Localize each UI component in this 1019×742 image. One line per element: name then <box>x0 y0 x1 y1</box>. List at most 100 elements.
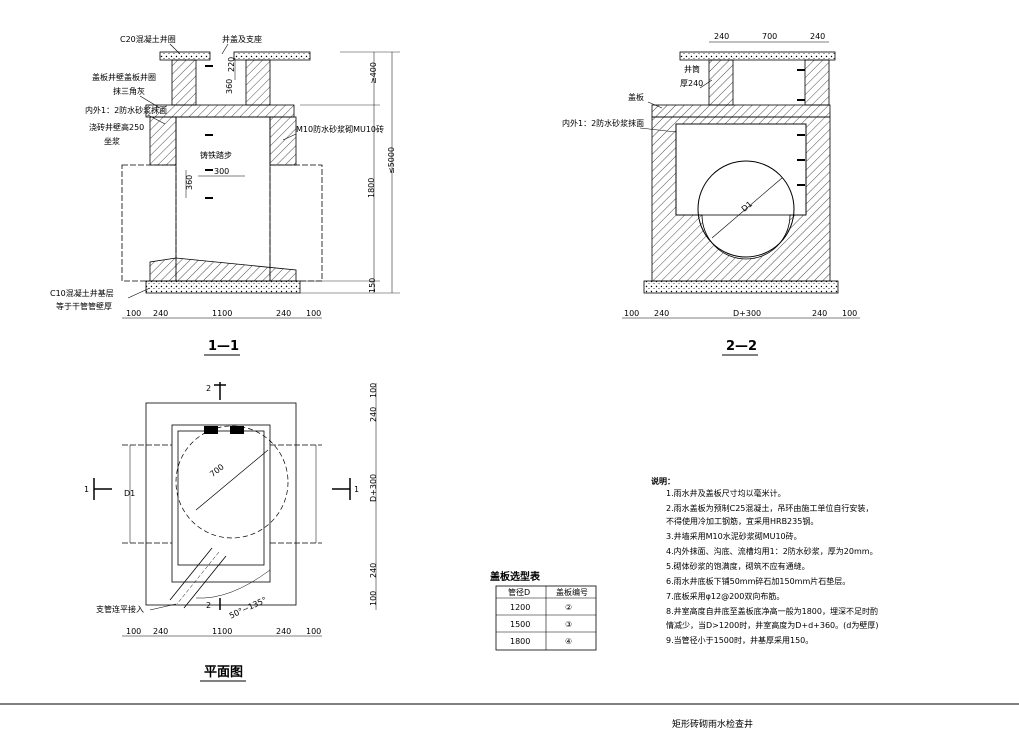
cover-table-cell: ③ <box>565 620 572 629</box>
pipe-right <box>269 164 323 282</box>
cover-ring-top <box>679 51 836 61</box>
label-base: C10混凝土井基层 <box>50 288 114 298</box>
chamber-wall-left <box>149 116 177 166</box>
dim-top: 240 <box>810 32 825 41</box>
shaft-wall-left <box>171 59 197 106</box>
plan-view: 700 D1 支管连平接入 50°~135° 2 2 1 1 100 240 D… <box>84 382 378 682</box>
dim-bottom: 1100 <box>212 627 232 636</box>
note-item: 3.井墙采用M10水泥砂浆砌MU10砖。 <box>666 531 802 541</box>
dim-top-220: 220 <box>227 57 236 72</box>
dim-bottom: 240 <box>812 309 827 318</box>
plan-shaft-circle <box>175 425 289 539</box>
label-base-2: 等于干管管壁厚 <box>56 301 112 311</box>
cover-table-cell: ② <box>565 603 572 612</box>
label-brick-wall: M10防水砂浆砌MU10砖 <box>296 124 384 134</box>
dim-row-bottom: 100 240 1100 240 100 <box>126 309 321 318</box>
cut-mark-1-right: 1 <box>354 485 359 494</box>
note-item: 情减少，当D>1200时，井室高度为D+d+360。(d为壁厚) <box>666 620 878 630</box>
dim-top-360: 360 <box>225 79 234 94</box>
dim-bottom: 240 <box>654 309 669 318</box>
label-inner-plaster: 内外1：2防水砂浆抹面 <box>562 118 644 128</box>
dim-bottom: 240 <box>276 309 291 318</box>
cover-table-cell: 1200 <box>510 603 530 612</box>
note-item: 7.底板采用φ12@200双向布筋。 <box>666 591 784 601</box>
label-triangle-fill: 抹三角灰 <box>113 86 145 96</box>
section-1-1: C20混凝土井圈 井盖及支座 盖板井壁盖板井圈 抹三角灰 内外1：2防水砂浆抹面… <box>50 34 400 356</box>
dim-bottom: 240 <box>153 309 168 318</box>
shaft-wall-left <box>708 59 734 106</box>
label-mortar-ring: 坐浆 <box>104 136 120 146</box>
label-cover-plate: 盖板井壁盖板井圈 <box>92 72 156 82</box>
chamber-wall-right <box>269 116 297 166</box>
base-slab <box>643 280 839 294</box>
cover-slab <box>145 104 295 118</box>
cut-mark-2-top: 2 <box>206 384 211 393</box>
dim-bottom: 100 <box>126 627 141 636</box>
drawing-title: 矩形砖砌雨水检查井 <box>672 718 753 730</box>
dim-bottom: 100 <box>624 309 639 318</box>
label-shaft-thk: 厚240 <box>680 79 703 88</box>
cover-table-header: 管径D <box>508 587 530 597</box>
dim-right-150: 150 <box>368 278 377 293</box>
cover-table: 盖板选型表 管径D 盖板编号 1200 ② 1500 ③ 1800 ④ <box>490 570 597 651</box>
cut-mark-2-bottom: 2 <box>206 601 211 610</box>
notes: 说明： 1.雨水井及盖板尺寸均以毫米计。 2.雨水盖板为预制C25混凝土，吊环由… <box>651 476 878 645</box>
ladder-mark <box>230 426 244 434</box>
dim-bottom: D+300 <box>733 309 761 318</box>
label-pipe-d: D1 <box>740 200 754 214</box>
label-cover-concrete: C20混凝土井圈 <box>120 34 176 44</box>
section-1-title: 1—1 <box>208 339 239 354</box>
chamber-inner <box>675 123 807 216</box>
dim-top: 240 <box>714 32 729 41</box>
section-2-title: 2—2 <box>726 339 757 354</box>
ladder-mark <box>204 426 218 434</box>
note-item: 9.当管径小于1500时，井基厚采用150。 <box>666 635 813 645</box>
dim-bottom: 240 <box>153 627 168 636</box>
dim-step-300: 300 <box>214 167 229 176</box>
cover-table-cell: ④ <box>565 637 572 646</box>
cover-ring-right <box>233 51 311 61</box>
dim-right: 100 <box>369 591 378 606</box>
shaft-wall-right <box>804 59 830 106</box>
section-2-2: D1 井筒 厚240 盖板 内外1：2防水砂浆抹面 240 700 240 10… <box>562 32 860 356</box>
plan-inner <box>171 424 271 583</box>
cover-table-title: 盖板选型表 <box>490 570 541 583</box>
dim-right-total: ≤5000 <box>387 147 396 174</box>
note-item: 5.砌体砂浆的饱满度，砌筑不应有通缝。 <box>666 561 810 571</box>
label-riser-ring: 浇砖井壁高250 <box>89 122 144 132</box>
note-item: 4.内外抹面、沟底、流槽均用1：2防水砂浆，厚为20mm。 <box>666 546 878 556</box>
dim-right: 240 <box>369 563 378 578</box>
dim-bottom: 100 <box>126 309 141 318</box>
dim-step-360: 360 <box>185 175 194 190</box>
plan-title: 平面图 <box>204 665 243 680</box>
label-branch: 支管连平接入 <box>96 604 144 614</box>
cut-mark-1-left: 1 <box>84 485 89 494</box>
cover-ring-left <box>159 51 211 61</box>
cover-table-cell: 1800 <box>510 637 530 646</box>
notes-heading: 说明： <box>651 476 675 486</box>
label-inner-plaster: 内外1：2防水砂浆抹面 <box>85 105 167 115</box>
label-shaft: 井筒 <box>684 64 700 74</box>
dim-right: D+300 <box>369 474 378 502</box>
note-item: 2.雨水盖板为预制C25混凝土，吊环由施工单位自行安装， <box>666 503 873 513</box>
label-ladder: 铸铁踏步 <box>200 150 232 160</box>
dim-bottom: 240 <box>276 627 291 636</box>
chamber-inner <box>175 116 271 282</box>
label-pipe: D1 <box>124 489 135 498</box>
note-item: 8.井室高度自井底至盖板底净高一般为1800，埋深不足时酌 <box>666 606 878 616</box>
pipe-circle <box>697 160 795 258</box>
note-item: 1.雨水井及盖板尺寸均以毫米计。 <box>666 488 786 498</box>
bench-slope <box>149 257 297 282</box>
label-manhole-cover: 井盖及支座 <box>222 34 262 44</box>
dim-bottom: 1100 <box>212 309 232 318</box>
cover-table-header: 盖板编号 <box>556 587 588 597</box>
dim-bottom: 100 <box>306 309 321 318</box>
note-item: 不得使用冷加工钢筋，宜采用HRB235钢。 <box>666 516 818 526</box>
label-angle: 50°~135° <box>228 595 268 620</box>
dim-bottom: 100 <box>842 309 857 318</box>
dim-right: 240 <box>369 407 378 422</box>
base-slab <box>145 280 301 294</box>
dim-right-1800: 1800 <box>367 178 376 198</box>
dim-right: 100 <box>369 383 378 398</box>
